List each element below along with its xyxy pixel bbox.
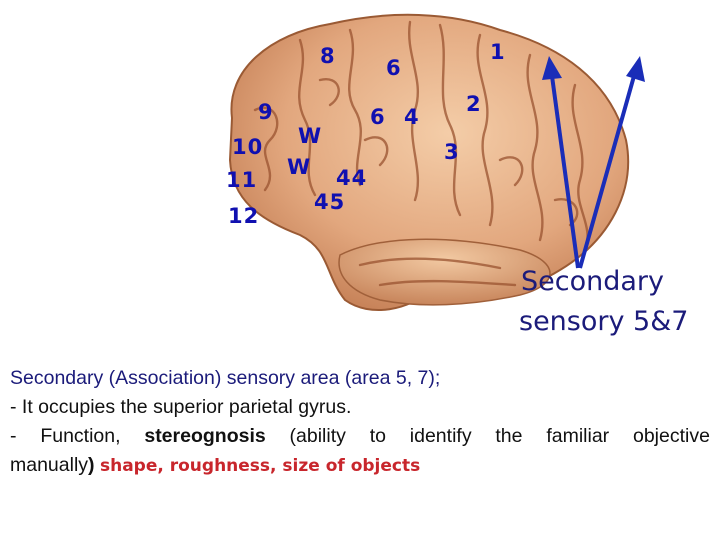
area-label-10: 10 — [232, 135, 264, 159]
arrow-line-left — [550, 75, 580, 269]
area-label-8: 8 — [320, 44, 336, 68]
function-word: (ability — [289, 425, 346, 447]
area-label-6-top: 6 — [386, 56, 402, 80]
function-word: familiar — [546, 425, 610, 447]
function-word: identify — [409, 425, 472, 447]
secondary-label-line2: sensory 5&7 — [519, 306, 689, 337]
function-word: the — [495, 425, 523, 447]
area-label-1: 1 — [490, 40, 506, 64]
pointer-arrows — [542, 56, 645, 269]
area-label-w-lower: W — [287, 155, 312, 179]
area-label-3: 3 — [444, 140, 460, 164]
arrowhead-left — [542, 56, 562, 80]
function-word: - — [10, 425, 17, 447]
description-bullet-location: - It occupies the superior parietal gyru… — [10, 396, 352, 418]
area-label-44: 44 — [336, 166, 368, 190]
stereognosis-term: stereognosis — [144, 425, 266, 447]
description-bullet-continuation: manually) shape, roughness, size of obje… — [10, 451, 710, 481]
arrow-line-right — [578, 75, 636, 269]
function-word: to — [369, 425, 386, 447]
brain-gyri — [253, 20, 589, 287]
area-label-45: 45 — [314, 190, 346, 214]
area-label-12: 12 — [228, 204, 260, 228]
continuation-text: manually — [10, 454, 89, 476]
area-label-w-upper: W — [298, 124, 323, 148]
area-label-6-mid: 6 — [370, 105, 386, 129]
description-heading: Secondary (Association) sensory area (ar… — [10, 367, 441, 389]
brain-figure: 8 6 1 9 6 4 2 10 W 3 W 11 44 45 12 Secon… — [226, 13, 689, 337]
area-label-11: 11 — [226, 168, 258, 192]
area-label-2: 2 — [466, 92, 482, 116]
secondary-label-line1: Secondary — [521, 266, 664, 297]
area-label-4: 4 — [404, 105, 420, 129]
function-word: objective — [632, 425, 710, 447]
area-label-9: 9 — [258, 100, 274, 124]
stereognosis-properties: shape, roughness, size of objects — [99, 456, 421, 476]
temporal-lobe — [338, 238, 551, 306]
brain-illustration — [228, 13, 645, 312]
arrowhead-right — [626, 56, 645, 82]
description-bullet-function: - Function, stereognosis (ability to ide… — [10, 422, 710, 451]
closing-paren: ) — [88, 454, 95, 476]
description-text: Secondary (Association) sensory area (ar… — [10, 364, 710, 481]
function-word: Function, — [40, 425, 121, 447]
